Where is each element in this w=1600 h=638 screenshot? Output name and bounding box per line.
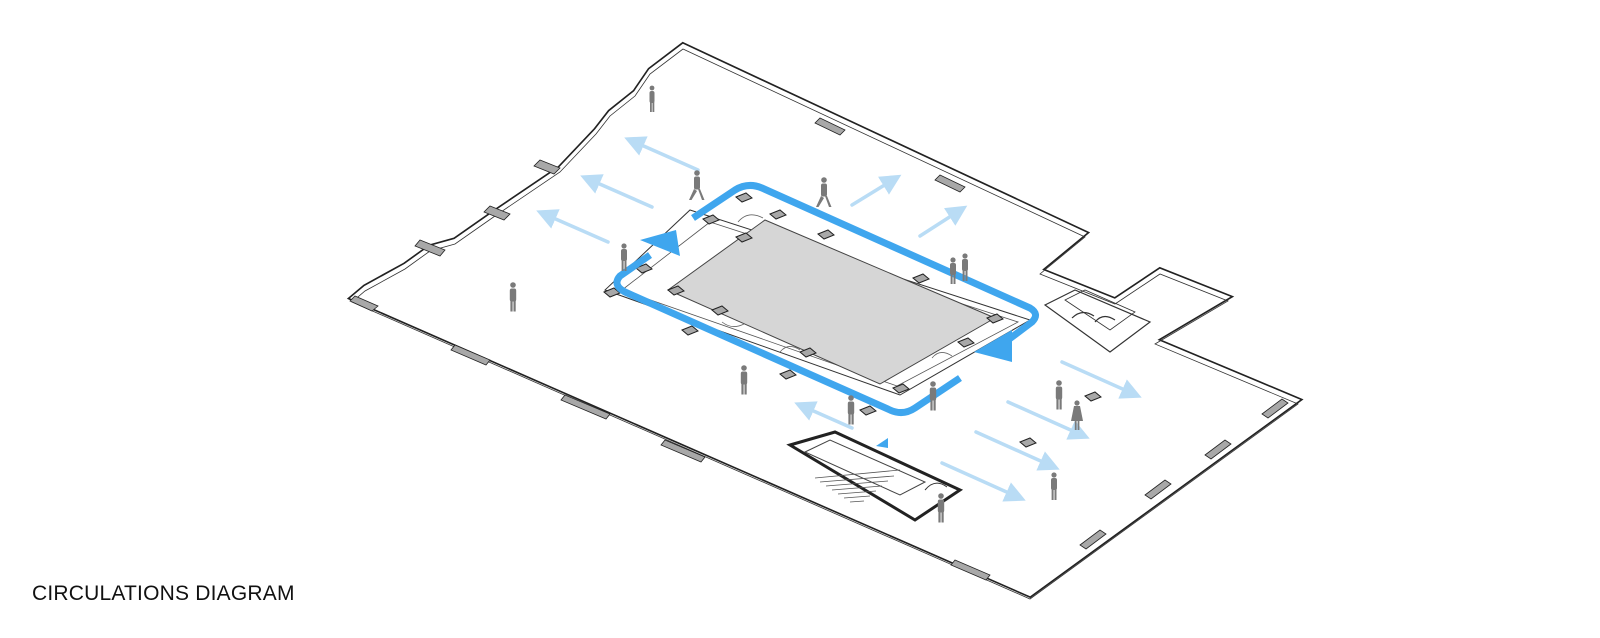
person-figure-icon xyxy=(847,395,855,425)
lift-lobby xyxy=(1043,289,1152,353)
person-figure-icon xyxy=(1055,380,1063,410)
secondary-flow-arrow-icon xyxy=(624,136,700,172)
secondary-flow-arrows xyxy=(536,136,1142,502)
person-figure-icon xyxy=(621,243,627,271)
secondary-flow-arrow-icon xyxy=(1006,400,1090,440)
column-icon xyxy=(603,192,1102,448)
main-circulation-loop xyxy=(613,181,1039,448)
stair-core xyxy=(786,430,964,522)
secondary-flow-arrow-icon xyxy=(850,174,902,207)
person-figure-icon xyxy=(816,177,832,207)
person-figure-icon xyxy=(1051,472,1057,500)
secondary-flow-arrow-icon xyxy=(918,205,968,238)
secondary-flow-arrow-icon xyxy=(974,430,1060,471)
main-circulation-arrow-icon xyxy=(974,330,1012,362)
secondary-flow-arrow-icon xyxy=(940,461,1026,502)
person-figure-icon xyxy=(937,493,945,523)
diagram-title: CIRCULATIONS DIAGRAM xyxy=(32,582,295,605)
person-figure-icon xyxy=(950,257,956,284)
main-circulation-arrow-icon xyxy=(691,181,1039,346)
main-circulation-arrow-icon xyxy=(640,230,680,256)
main-circulation-arrow-icon xyxy=(613,252,962,417)
secondary-flow-arrow-icon xyxy=(1060,360,1142,399)
secondary-flow-arrow-icon xyxy=(794,401,854,430)
main-circulation-arrow-icon xyxy=(876,438,888,448)
person-figure-icon xyxy=(1071,400,1083,430)
people xyxy=(509,85,1083,523)
person-figure-icon xyxy=(740,365,748,395)
secondary-flow-arrow-icon xyxy=(580,174,654,209)
person-figure-icon xyxy=(962,253,968,281)
person-figure-icon xyxy=(649,85,655,112)
person-figure-icon xyxy=(689,170,705,200)
person-figure-icon xyxy=(509,282,517,312)
person-figure-icon xyxy=(929,381,937,411)
columns xyxy=(603,192,1102,448)
secondary-flow-arrow-icon xyxy=(536,209,610,244)
